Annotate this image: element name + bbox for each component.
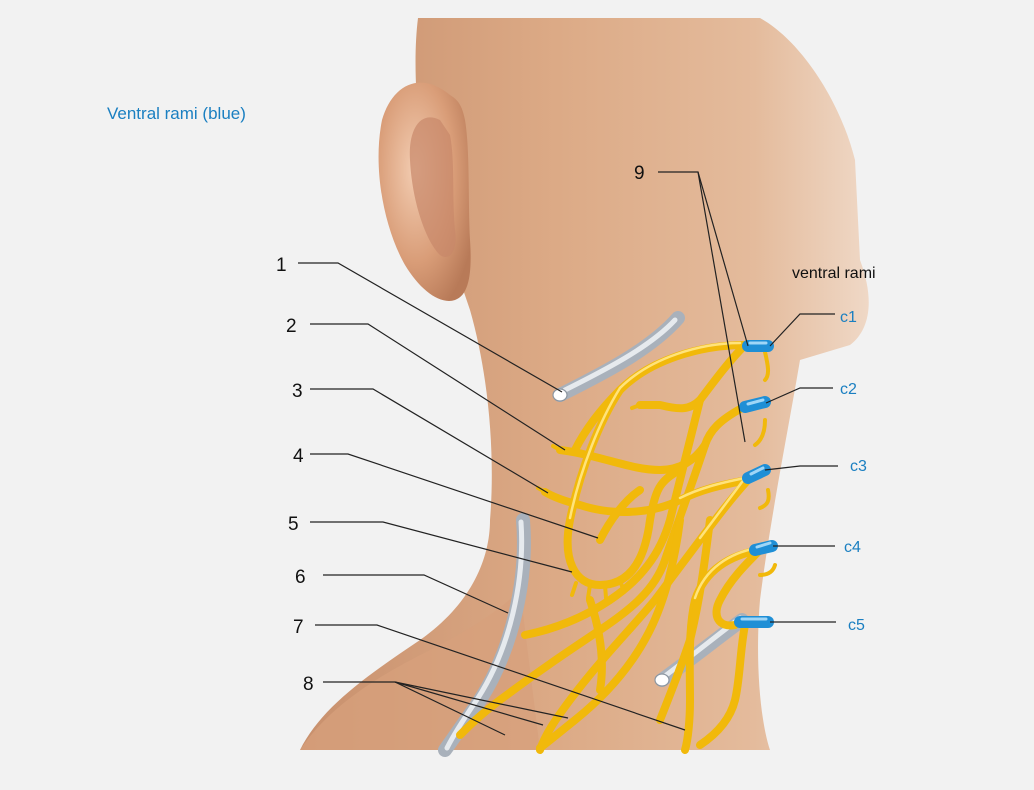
leader-line-9b — [697, 171, 746, 443]
label-c4: c4 — [844, 539, 861, 556]
ventral-rami — [734, 340, 778, 628]
leader-line-3 — [310, 388, 549, 494]
leader-line-c3 — [764, 465, 838, 471]
label-4: 4 — [293, 446, 304, 467]
leader-line-8c — [394, 681, 569, 719]
leader-line-4 — [310, 453, 599, 539]
diagram-title: Ventral rami (blue) — [107, 104, 246, 123]
leader-line-1 — [298, 262, 563, 393]
leader-line-2 — [310, 323, 566, 451]
leader-line-5 — [310, 521, 573, 573]
label-1: 1 — [276, 255, 287, 276]
cervical-plexus-nerves — [456, 341, 777, 754]
ear — [378, 82, 471, 301]
leader-line-6 — [323, 574, 509, 614]
label-8: 8 — [303, 674, 314, 695]
label-c1: c1 — [840, 309, 857, 326]
leader-lines — [298, 171, 838, 736]
labels: Ventral rami (blue) ventral rami 1 2 3 4… — [107, 104, 876, 695]
label-c3: c3 — [850, 458, 867, 475]
label-c5: c5 — [848, 617, 865, 634]
label-9: 9 — [634, 163, 645, 184]
label-6: 6 — [295, 567, 306, 588]
label-2: 2 — [286, 316, 297, 337]
leader-line-8b — [394, 681, 544, 726]
leader-line-7 — [315, 624, 686, 731]
label-7: 7 — [293, 617, 304, 638]
leader-line-c2 — [765, 387, 833, 404]
label-5: 5 — [288, 514, 299, 535]
label-c2: c2 — [840, 381, 857, 398]
leader-line-c1 — [769, 313, 835, 347]
label-3: 3 — [292, 381, 303, 402]
ventral-rami-heading: ventral rami — [792, 265, 876, 282]
